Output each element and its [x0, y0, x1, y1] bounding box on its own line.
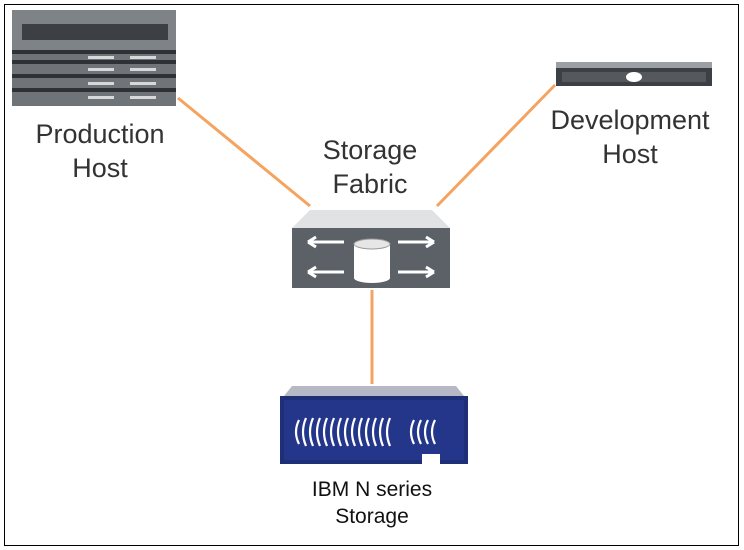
- link-development-to-fabric: [435, 83, 557, 208]
- storage-line2: Storage: [335, 505, 409, 529]
- production-host-line1: Production: [35, 119, 165, 149]
- rack-server-icon: [556, 62, 712, 86]
- production-host-label: Production Host: [10, 118, 190, 186]
- storage-fabric-label: Storage Fabric: [290, 134, 450, 202]
- storage-label: IBM N series Storage: [272, 476, 472, 531]
- storage-array-icon: [280, 386, 468, 464]
- link-production-to-fabric: [177, 96, 311, 208]
- storage-fabric-line1: Storage: [322, 135, 418, 165]
- development-host-line1: Development: [550, 105, 710, 135]
- storage-line1: IBM N series: [311, 478, 433, 501]
- development-host-line2: Host: [602, 138, 658, 169]
- rack-server-icon: [12, 10, 176, 106]
- production-host-line2: Host: [72, 152, 128, 183]
- development-host-label: Development Host: [520, 104, 740, 172]
- switch-icon: [292, 210, 450, 288]
- storage-fabric-line2: Fabric: [332, 168, 408, 199]
